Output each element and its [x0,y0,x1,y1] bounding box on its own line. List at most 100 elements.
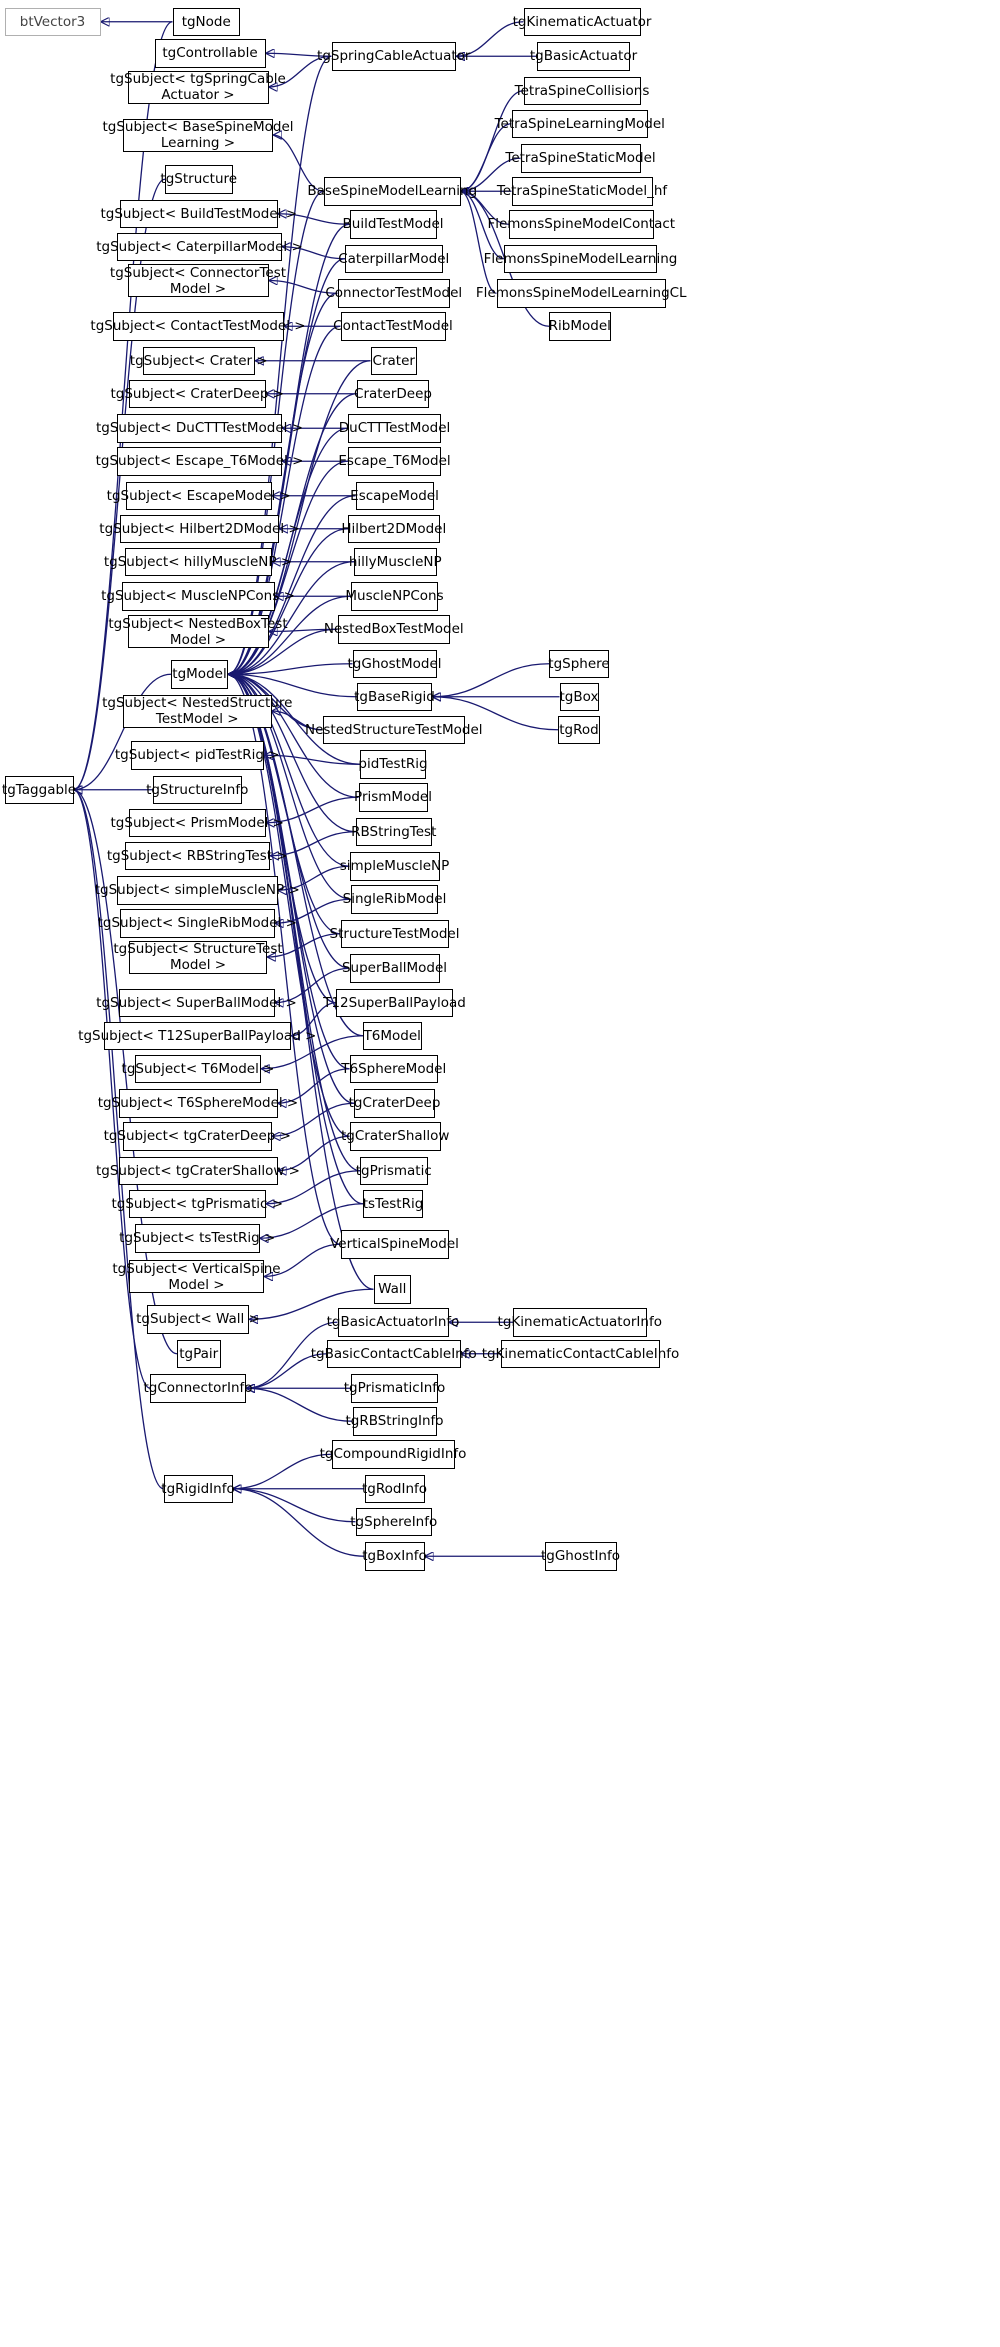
class-node-t6spheremodel[interactable]: T6SphereModel [341,1054,446,1083]
class-node-sub-t12superballpayload[interactable]: tgSubject< T12SuperBallPayload > [78,1021,316,1050]
class-node-rbstringtest[interactable]: RBStringTest [351,817,436,846]
class-node-tgcompoundrigidinfo[interactable]: tgCompoundRigidInfo [320,1440,466,1469]
class-node-sub-prismmodel[interactable]: tgSubject< PrismModel > [111,808,284,837]
class-node-sub-ductttestmodel[interactable]: tgSubject< DuCTTTestModel > [96,414,303,443]
class-node-contacttestmodel[interactable]: ContactTestModel [333,312,453,341]
class-node-structuretestmodel[interactable]: StructureTestModel [330,919,459,948]
class-node-sub-crater[interactable]: tgSubject< Crater > [130,346,268,375]
class-node-simplemusclenp[interactable]: simpleMuscleNP [340,852,449,881]
class-node-hillymusclenp[interactable]: hillyMuscleNP [349,547,442,576]
class-node-sub-structuretestmodel[interactable]: tgSubject< StructureTest Model > [113,940,283,974]
class-node-sub-nestedstructuretestmodel[interactable]: tgSubject< NestedStructure TestModel > [102,694,293,728]
class-node-sub-contacttestmodel[interactable]: tgSubject< ContactTestModel > [90,312,306,341]
class-node-sub-craterdeep[interactable]: tgSubject< CraterDeep > [111,379,284,408]
class-node-prismmodel[interactable]: PrismModel [354,783,432,812]
class-node-sub-hillymusclenp[interactable]: tgSubject< hillyMuscleNP > [104,547,292,576]
class-node-tstestrig[interactable]: tsTestRig [363,1189,423,1218]
class-node-sub-nestedboxtestmodel[interactable]: tgSubject< NestedBoxTest Model > [108,615,288,648]
class-node-sub-verticalspinemodel[interactable]: tgSubject< VerticalSpine Model > [112,1260,281,1293]
class-node-basespinemodellearning[interactable]: BaseSpineModelLearning [307,177,477,206]
class-node-tgcraterdeep[interactable]: tgCraterDeep [349,1089,440,1118]
class-node-sub-t6spheremodel[interactable]: tgSubject< T6SphereModel > [98,1089,298,1118]
class-node-tgconnectorinfo[interactable]: tgConnectorInfo [143,1374,253,1403]
class-node-sub-caterpillarmodel[interactable]: tgSubject< CaterpillarModel > [96,232,303,261]
class-node-sub-t6model[interactable]: tgSubject< T6Model > [122,1054,274,1083]
class-node-tgcontrollable[interactable]: tgControllable [154,39,266,68]
class-node-tgrodinfo[interactable]: tgRodInfo [362,1474,427,1503]
class-node-tgghostinfo[interactable]: tgGhostInfo [541,1542,620,1571]
class-node-connectortestmodel[interactable]: ConnectorTestModel [325,279,462,308]
class-node-tgstructure[interactable]: tgStructure [160,165,237,194]
class-node-singleribmodel[interactable]: SingleRibModel [343,885,446,914]
class-node-sub-wall[interactable]: tgSubject< Wall > [136,1305,260,1334]
class-node-tgprismaticinfo[interactable]: tgPrismaticInfo [344,1374,445,1403]
class-node-tgmodel[interactable]: tgModel [171,660,228,689]
class-node-ductttestmodel[interactable]: DuCTTTestModel [339,414,450,443]
class-node-sub-tgspringcableactuator[interactable]: tgSubject< tgSpringCable Actuator > [110,70,286,104]
class-node-tgbasicactuator[interactable]: tgBasicActuator [530,42,637,71]
class-node-escape-t6model[interactable]: Escape_T6Model [338,447,451,476]
class-node-sub-tgprismatic[interactable]: tgSubject< tgPrismatic > [111,1189,283,1218]
class-node-sub-simplemusclenp[interactable]: tgSubject< simpleMuscleNP > [95,876,300,905]
class-node-verticalspinemodel[interactable]: VerticalSpineModel [330,1230,459,1259]
class-node-flemonsspinemodellearning[interactable]: FlemonsSpineModelLearning [484,244,677,273]
class-node-sub-singleribmodel[interactable]: tgSubject< SingleRibModel > [98,909,297,938]
class-node-tgprismatic[interactable]: tgPrismatic [356,1156,432,1185]
class-node-tgsphere[interactable]: tgSphere [548,649,610,678]
class-node-tgrod[interactable]: tgRod [558,715,600,744]
class-node-craterdeep[interactable]: CraterDeep [354,379,432,408]
class-node-pidtestrig[interactable]: pidTestRig [358,750,428,779]
class-node-sub-musclenpcons[interactable]: tgSubject< MuscleNPCons > [101,582,295,611]
class-node-tgkinematicactuatorinfo[interactable]: tgKinematicActuatorInfo [498,1308,662,1337]
class-node-tgcratershallow[interactable]: tgCraterShallow [341,1122,449,1151]
class-node-caterpillarmodel[interactable]: CaterpillarModel [338,244,449,273]
class-node-escapemodel[interactable]: EscapeModel [350,481,439,510]
class-node-superballmodel[interactable]: SuperBallModel [342,954,447,983]
class-node-tgstructureinfo[interactable]: tgStructureInfo [146,775,248,804]
class-node-hilbert2dmodel[interactable]: Hilbert2DModel [341,514,446,543]
class-node-tetraspinelearningmodel[interactable]: TetraSpineLearningModel [495,109,665,138]
class-node-ribmodel[interactable]: RibModel [549,312,611,341]
class-node-tgpair[interactable]: tgPair [177,1339,221,1368]
class-node-tgghostmodel[interactable]: tgGhostModel [348,649,442,678]
class-node-tgbasicactuatorinfo[interactable]: tgBasicActuatorInfo [327,1308,459,1337]
class-node-tgbaserigid[interactable]: tgBaseRigid [354,682,435,711]
class-node-tgnode[interactable]: tgNode [172,7,240,36]
class-node-tetraspinestaticmodel-hf[interactable]: TetraSpineStaticModel_hf [497,177,667,206]
class-node-sub-tstestrig[interactable]: tgSubject< tsTestRig > [119,1224,275,1253]
class-node-tgsphereinfo[interactable]: tgSphereInfo [350,1507,437,1536]
class-node-crater[interactable]: Crater [370,346,417,375]
class-node-tetraspinestaticmodel[interactable]: TetraSpineStaticModel [505,144,656,173]
class-node-t12superballpayload[interactable]: T12SuperBallPayload [323,988,466,1017]
class-node-sub-pidtestrig[interactable]: tgSubject< pidTestRig > [115,741,280,770]
class-node-flemonsspinemodelcontact[interactable]: FlemonsSpineModelContact [487,210,675,239]
class-node-sub-superballmodel[interactable]: tgSubject< SuperBallModel > [96,988,297,1017]
class-node-tgbox[interactable]: tgBox [559,682,599,711]
class-node-t6model[interactable]: T6Model [363,1021,422,1050]
class-node-tgkinematiccontactcableinfo[interactable]: tgKinematicContactCableInfo [482,1339,679,1368]
class-node-sub-escapemodel[interactable]: tgSubject< EscapeModel > [107,481,291,510]
class-node-tgbasiccontactcableinfo[interactable]: tgBasicContactCableInfo [311,1339,477,1368]
class-node-buildtestmodel[interactable]: BuildTestModel [343,210,444,239]
class-node-wall[interactable]: Wall [373,1275,411,1304]
class-node-nestedboxtestmodel[interactable]: NestedBoxTestModel [324,615,464,644]
class-node-sub-hilbert2dmodel[interactable]: tgSubject< Hilbert2DModel > [99,514,300,543]
class-node-tgtaggable[interactable]: tgTaggable [2,775,76,804]
class-node-sub-tgcratershallow[interactable]: tgSubject< tgCraterShallow > [96,1156,300,1185]
class-node-sub-escape-t6model[interactable]: tgSubject< Escape_T6Model > [96,447,303,476]
class-node-sub-basespinemodellearning[interactable]: tgSubject< BaseSpineModel Learning > [102,118,294,152]
class-node-sub-buildtestmodel[interactable]: tgSubject< BuildTestModel > [100,199,297,228]
class-node-tgkinematicactuator[interactable]: tgKinematicActuator [513,7,651,36]
class-node-tetraspinecollisions[interactable]: TetraSpineCollisions [515,76,649,105]
class-node-flemonsspinemodellearningcl[interactable]: FlemonsSpineModelLearningCL [476,279,687,308]
class-node-sub-rbstringtest[interactable]: tgSubject< RBStringTest > [107,841,288,870]
class-node-tgboxinfo[interactable]: tgBoxInfo [362,1542,427,1571]
class-node-musclenpcons[interactable]: MuscleNPCons [345,582,444,611]
class-node-tgrigidinfo[interactable]: tgRigidInfo [161,1474,235,1503]
class-node-tgspringcableactuator[interactable]: tgSpringCableActuator [317,42,470,71]
class-node-sub-tgcraterdeep[interactable]: tgSubject< tgCraterDeep > [104,1122,291,1151]
class-node-sub-connectortestmodel[interactable]: tgSubject< ConnectorTest Model > [109,264,287,297]
class-node-btvector3[interactable]: btVector3 [4,7,101,36]
class-node-tgrbstringinfo[interactable]: tgRBStringInfo [345,1407,444,1436]
class-node-nestedstructuretestmodel[interactable]: NestedStructureTestModel [305,715,483,744]
